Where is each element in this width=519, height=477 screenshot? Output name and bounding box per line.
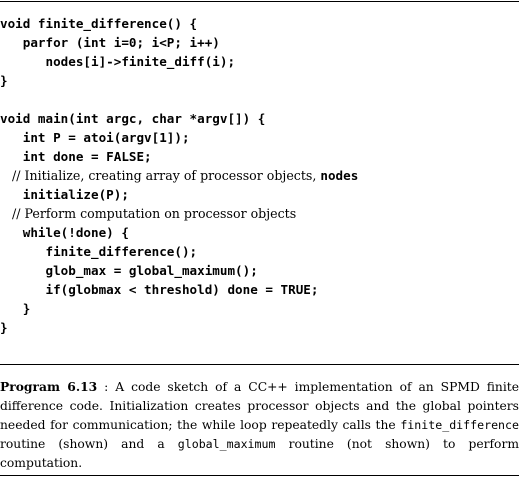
code-line: int P = atoi(argv[1]);	[0, 130, 190, 145]
code-line: }	[0, 301, 31, 316]
caption-code: global_maximum	[177, 437, 276, 451]
caption-text: routine (not shown) to perform computati…	[0, 437, 519, 470]
code-line: nodes[i]->finite_diff(i);	[0, 54, 236, 69]
code-line: glob_max = global_maximum();	[0, 263, 258, 278]
caption-label: Program 6.13	[0, 379, 98, 394]
caption-text: : A code sketch of a CC++ implementation…	[0, 380, 519, 432]
code-comment-line: // Perform computation on processor obje…	[0, 206, 297, 221]
comment-code-word: nodes	[320, 168, 359, 183]
code-line: finite_difference();	[0, 244, 198, 259]
code-line: void main(int argc, char *argv[]) {	[0, 111, 266, 126]
middle-rule	[0, 364, 519, 365]
code-line: int done = FALSE;	[0, 149, 152, 164]
code-listing: void finite_difference() { parfor (int i…	[0, 14, 519, 337]
caption-text: routine (shown) and a	[0, 437, 178, 451]
code-line: }	[0, 73, 8, 88]
code-line: }	[0, 320, 8, 335]
code-line: while(!done) {	[0, 225, 129, 240]
program-caption: Program 6.13 : A code sketch of a CC++ i…	[0, 377, 519, 473]
code-line: if(globmax < threshold) done = TRUE;	[0, 282, 319, 297]
code-comment-line: // Initialize, creating array of process…	[0, 166, 519, 185]
comment-text: // Initialize, creating array of process…	[0, 168, 321, 183]
code-line: initialize(P);	[0, 187, 129, 202]
code-line: void finite_difference() {	[0, 16, 198, 31]
top-rule	[0, 1, 519, 2]
code-blank-line	[0, 90, 519, 109]
caption-code: finite_difference	[400, 418, 519, 432]
code-line: parfor (int i=0; i<P; i++)	[0, 35, 220, 50]
bottom-rule	[0, 475, 519, 476]
